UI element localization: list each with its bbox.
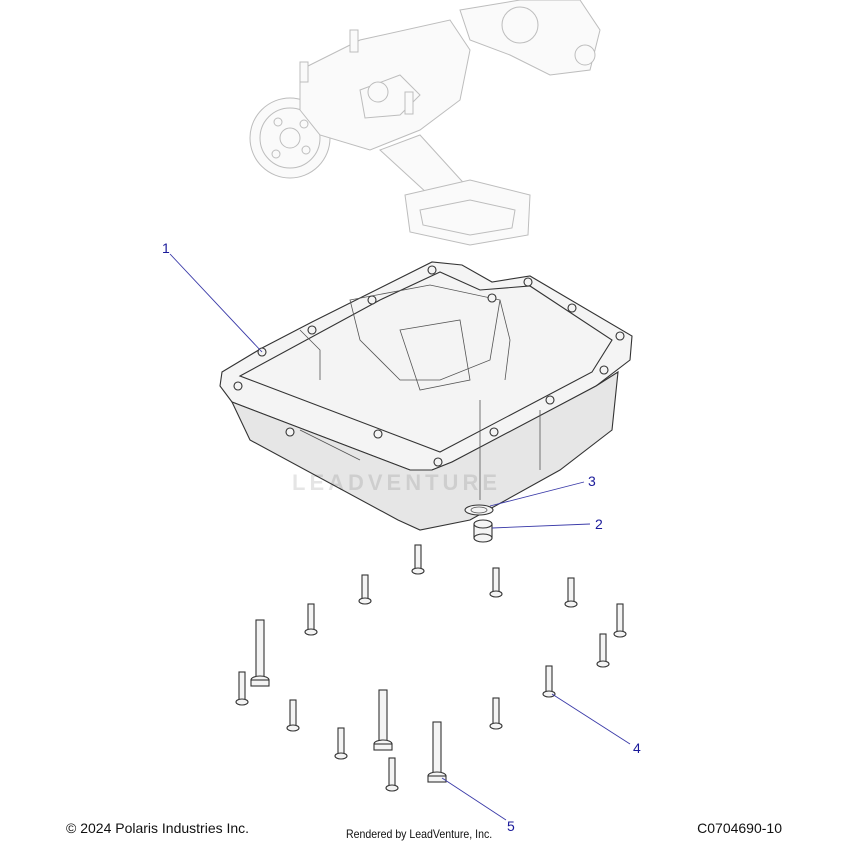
leader-line-2 (491, 523, 591, 529)
drain-plug (473, 519, 493, 543)
rendered-by-text: Rendered by LeadVenture, Inc. (346, 827, 493, 841)
leader-line-4 (551, 693, 631, 745)
leader-line-5 (441, 777, 507, 821)
leader-line-3 (489, 481, 585, 507)
callout-3[interactable]: 3 (588, 473, 596, 489)
callout-5[interactable]: 5 (507, 818, 515, 834)
oil-pan (219, 261, 633, 531)
leader-lines (169, 253, 631, 821)
callout-2[interactable]: 2 (595, 516, 603, 532)
oil-pump-assembly-ghost (249, 0, 601, 246)
callout-1[interactable]: 1 (162, 240, 170, 256)
callout-4[interactable]: 4 (633, 740, 641, 756)
drain-plug-washer (464, 504, 494, 516)
long-bolts (250, 619, 447, 783)
diagram-code: C0704690-10 (697, 820, 782, 836)
leader-line-1 (169, 253, 263, 353)
leadventure-watermark: LEADVENTURE (292, 470, 502, 495)
short-bolts (235, 544, 627, 792)
copyright-text: © 2024 Polaris Industries Inc. (66, 820, 250, 836)
